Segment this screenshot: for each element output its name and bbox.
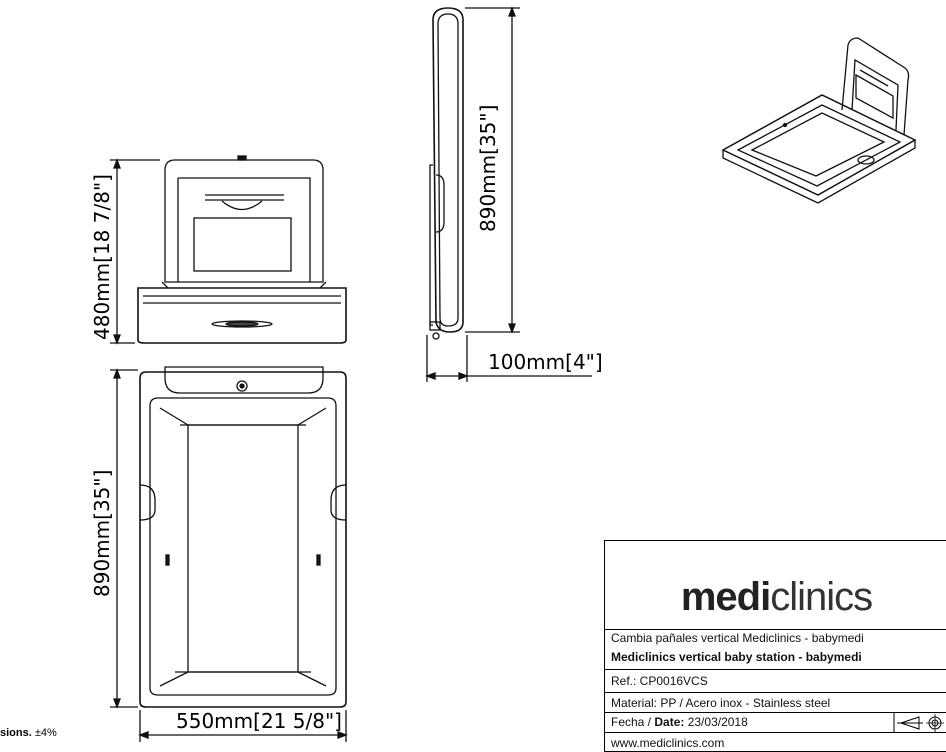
- dim-line-side-height: [465, 6, 520, 334]
- tolerance-label: sions.: [0, 727, 32, 739]
- isometric-view: [721, 37, 917, 204]
- description-spanish: Cambia pañales vertical Mediclinics - ba…: [611, 631, 864, 645]
- dim-label-open-width: 550mm[21 5/8"]: [176, 709, 342, 733]
- dim-label-front-height: 480mm[18 7/8"]: [90, 174, 114, 340]
- mediclinics-logo: mediclinics: [680, 575, 873, 619]
- material-spec: Material: PP / Acero inox - Stainless st…: [611, 696, 831, 710]
- projection-symbol-icon: [893, 713, 944, 733]
- tolerance-note: sions. ±4%: [0, 727, 57, 739]
- side-view: [429, 7, 464, 340]
- dim-label-open-height: 890mm[35"]: [90, 469, 114, 597]
- reference-code: Ref.: CP0016VCS: [611, 674, 708, 688]
- title-block: mediclinics Cambia pañales vertical Medi…: [604, 540, 946, 752]
- front-view-open: [139, 366, 347, 708]
- dim-label-side-depth: 100mm[4"]: [488, 350, 603, 374]
- logo-area: mediclinics: [605, 541, 946, 630]
- dim-line-open-height: [110, 368, 138, 709]
- dim-line-front-height: [110, 158, 160, 345]
- description-english: Mediclinics vertical baby station - baby…: [611, 650, 862, 664]
- front-view-closed: [137, 155, 347, 344]
- tolerance-value: ±4%: [34, 727, 57, 739]
- dim-label-side-height: 890mm[35"]: [476, 104, 500, 232]
- website-link[interactable]: www.mediclinics.com: [611, 736, 725, 750]
- dim-line-side-depth: [425, 335, 592, 382]
- date-row: Fecha / Date: 23/03/2018: [611, 715, 748, 729]
- dim-line-open-width: [138, 710, 348, 742]
